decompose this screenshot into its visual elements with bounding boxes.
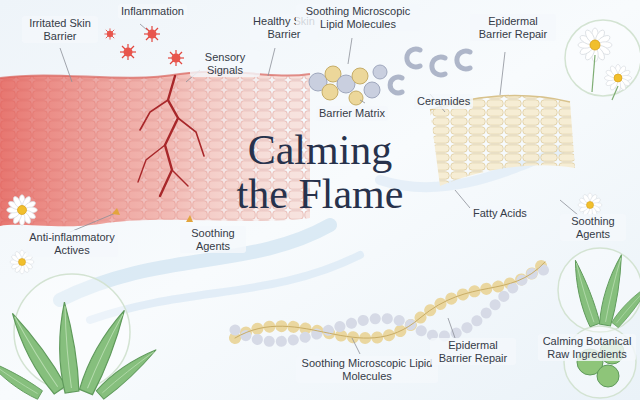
label: Soothing Microscopic Lipid Molecules (296, 4, 420, 31)
title: Calming the Flame (220, 128, 420, 216)
label: Barrier Matrix (316, 106, 388, 121)
label: Epidermal Barrier Repair (470, 14, 556, 41)
label: Soothing Agents (560, 214, 626, 241)
label: Fatty Acids (470, 206, 530, 221)
label: Epidermal Barrier Repair (430, 338, 516, 365)
label: Soothing Agents (180, 226, 246, 253)
label: Irritated Skin Barrier (22, 16, 98, 43)
label: Calming Botanical Raw Ingredients (538, 334, 636, 361)
label: Ceramides (414, 94, 473, 109)
label: Soothing Microscopic Lipid Molecules (296, 356, 438, 383)
label: Anti-inflammatory Actives (26, 230, 118, 257)
label: Sensory Signals (190, 50, 260, 77)
label: Inflammation (118, 4, 187, 19)
